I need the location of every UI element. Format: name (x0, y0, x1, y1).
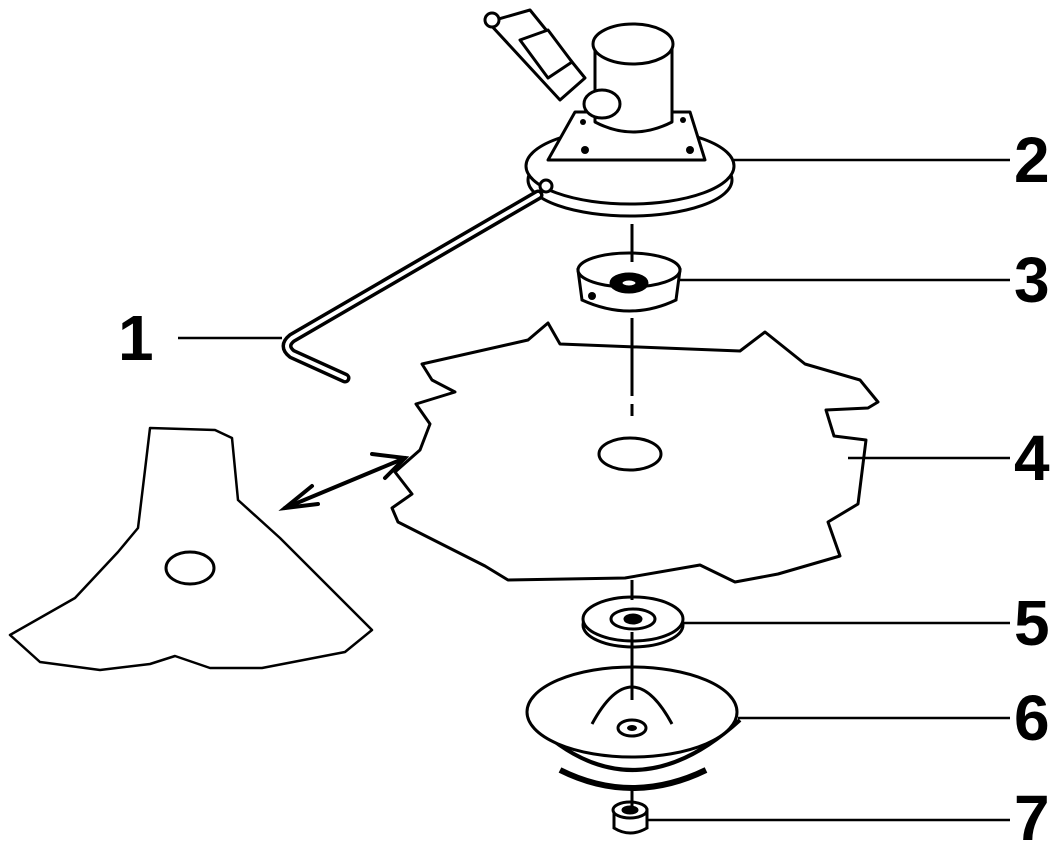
three-tooth-blade (8, 426, 374, 672)
callout-5: 5 (1014, 587, 1050, 659)
hex-key (281, 189, 544, 384)
callout-3: 3 (1014, 244, 1050, 316)
alternative-double-arrow (278, 452, 410, 511)
callout-4: 4 (1014, 422, 1050, 494)
callout-1: 1 (118, 302, 154, 374)
head-cap (591, 22, 675, 66)
shaft-screw (483, 11, 501, 29)
nut (611, 800, 649, 835)
guard-cup (525, 665, 742, 791)
leader-lines (178, 158, 1010, 822)
callout-2: 2 (1014, 124, 1050, 196)
callout-6: 6 (1014, 682, 1050, 754)
support-cup (576, 251, 682, 313)
gear-head (483, 8, 736, 218)
head-side-nut (582, 88, 622, 120)
lock-hole (538, 178, 554, 194)
callout-7: 7 (1014, 782, 1050, 841)
three-tooth-center-hole (164, 550, 216, 586)
blade-center-hole (597, 436, 663, 472)
shaft-clamp (518, 28, 574, 80)
four-tooth-blade (390, 321, 880, 584)
